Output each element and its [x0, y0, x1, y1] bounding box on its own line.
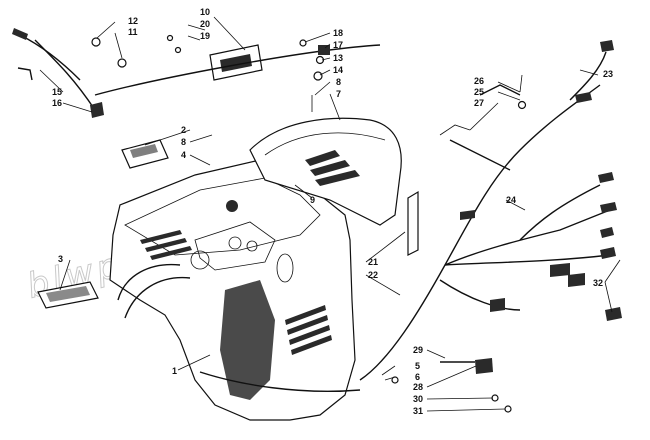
callout-labels: 10 20 19 12 11 18 17 13 14 8 7 15 16 26 …	[52, 7, 613, 416]
callout-31: 31	[413, 406, 423, 416]
callout-10: 10	[200, 7, 210, 17]
callout-24: 24	[506, 195, 516, 205]
callout-17: 17	[333, 40, 343, 50]
decal-2	[121, 139, 169, 169]
callout-9: 9	[310, 195, 315, 205]
callout-32: 32	[593, 278, 603, 288]
leader-lines	[39, 16, 621, 412]
callout-22: 22	[368, 270, 378, 280]
callout-3: 3	[58, 254, 63, 264]
switch-plate	[209, 44, 263, 81]
rear-cowl	[249, 117, 419, 256]
callout-6: 6	[415, 372, 420, 382]
callout-26: 26	[474, 76, 484, 86]
callout-8-mid: 8	[181, 137, 186, 147]
callout-18: 18	[333, 28, 343, 38]
right-vents	[285, 305, 332, 355]
callout-23: 23	[603, 69, 613, 79]
callout-11: 11	[128, 27, 138, 37]
callout-2: 2	[181, 125, 186, 135]
callout-19: 19	[200, 31, 210, 41]
callout-1: 1	[172, 366, 177, 376]
callout-15: 15	[52, 87, 62, 97]
decal-3	[37, 281, 99, 309]
callout-13: 13	[333, 53, 343, 63]
callout-7: 7	[336, 89, 341, 99]
callout-5: 5	[415, 361, 420, 371]
wiring-harness	[359, 40, 622, 413]
callout-21: 21	[368, 257, 378, 267]
console-body	[109, 159, 356, 421]
callout-16: 16	[52, 98, 62, 108]
callout-8-top: 8	[336, 77, 341, 87]
callout-4: 4	[181, 150, 186, 160]
callout-30: 30	[413, 394, 423, 404]
callout-14: 14	[333, 65, 343, 75]
throttle-cable	[12, 28, 381, 118]
callout-29: 29	[413, 345, 423, 355]
callout-12: 12	[128, 16, 138, 26]
callout-20: 20	[200, 19, 210, 29]
callout-27: 27	[474, 98, 484, 108]
callout-28: 28	[413, 382, 423, 392]
left-vents	[140, 230, 192, 260]
lower-cable	[199, 371, 361, 392]
callout-25: 25	[474, 87, 484, 97]
